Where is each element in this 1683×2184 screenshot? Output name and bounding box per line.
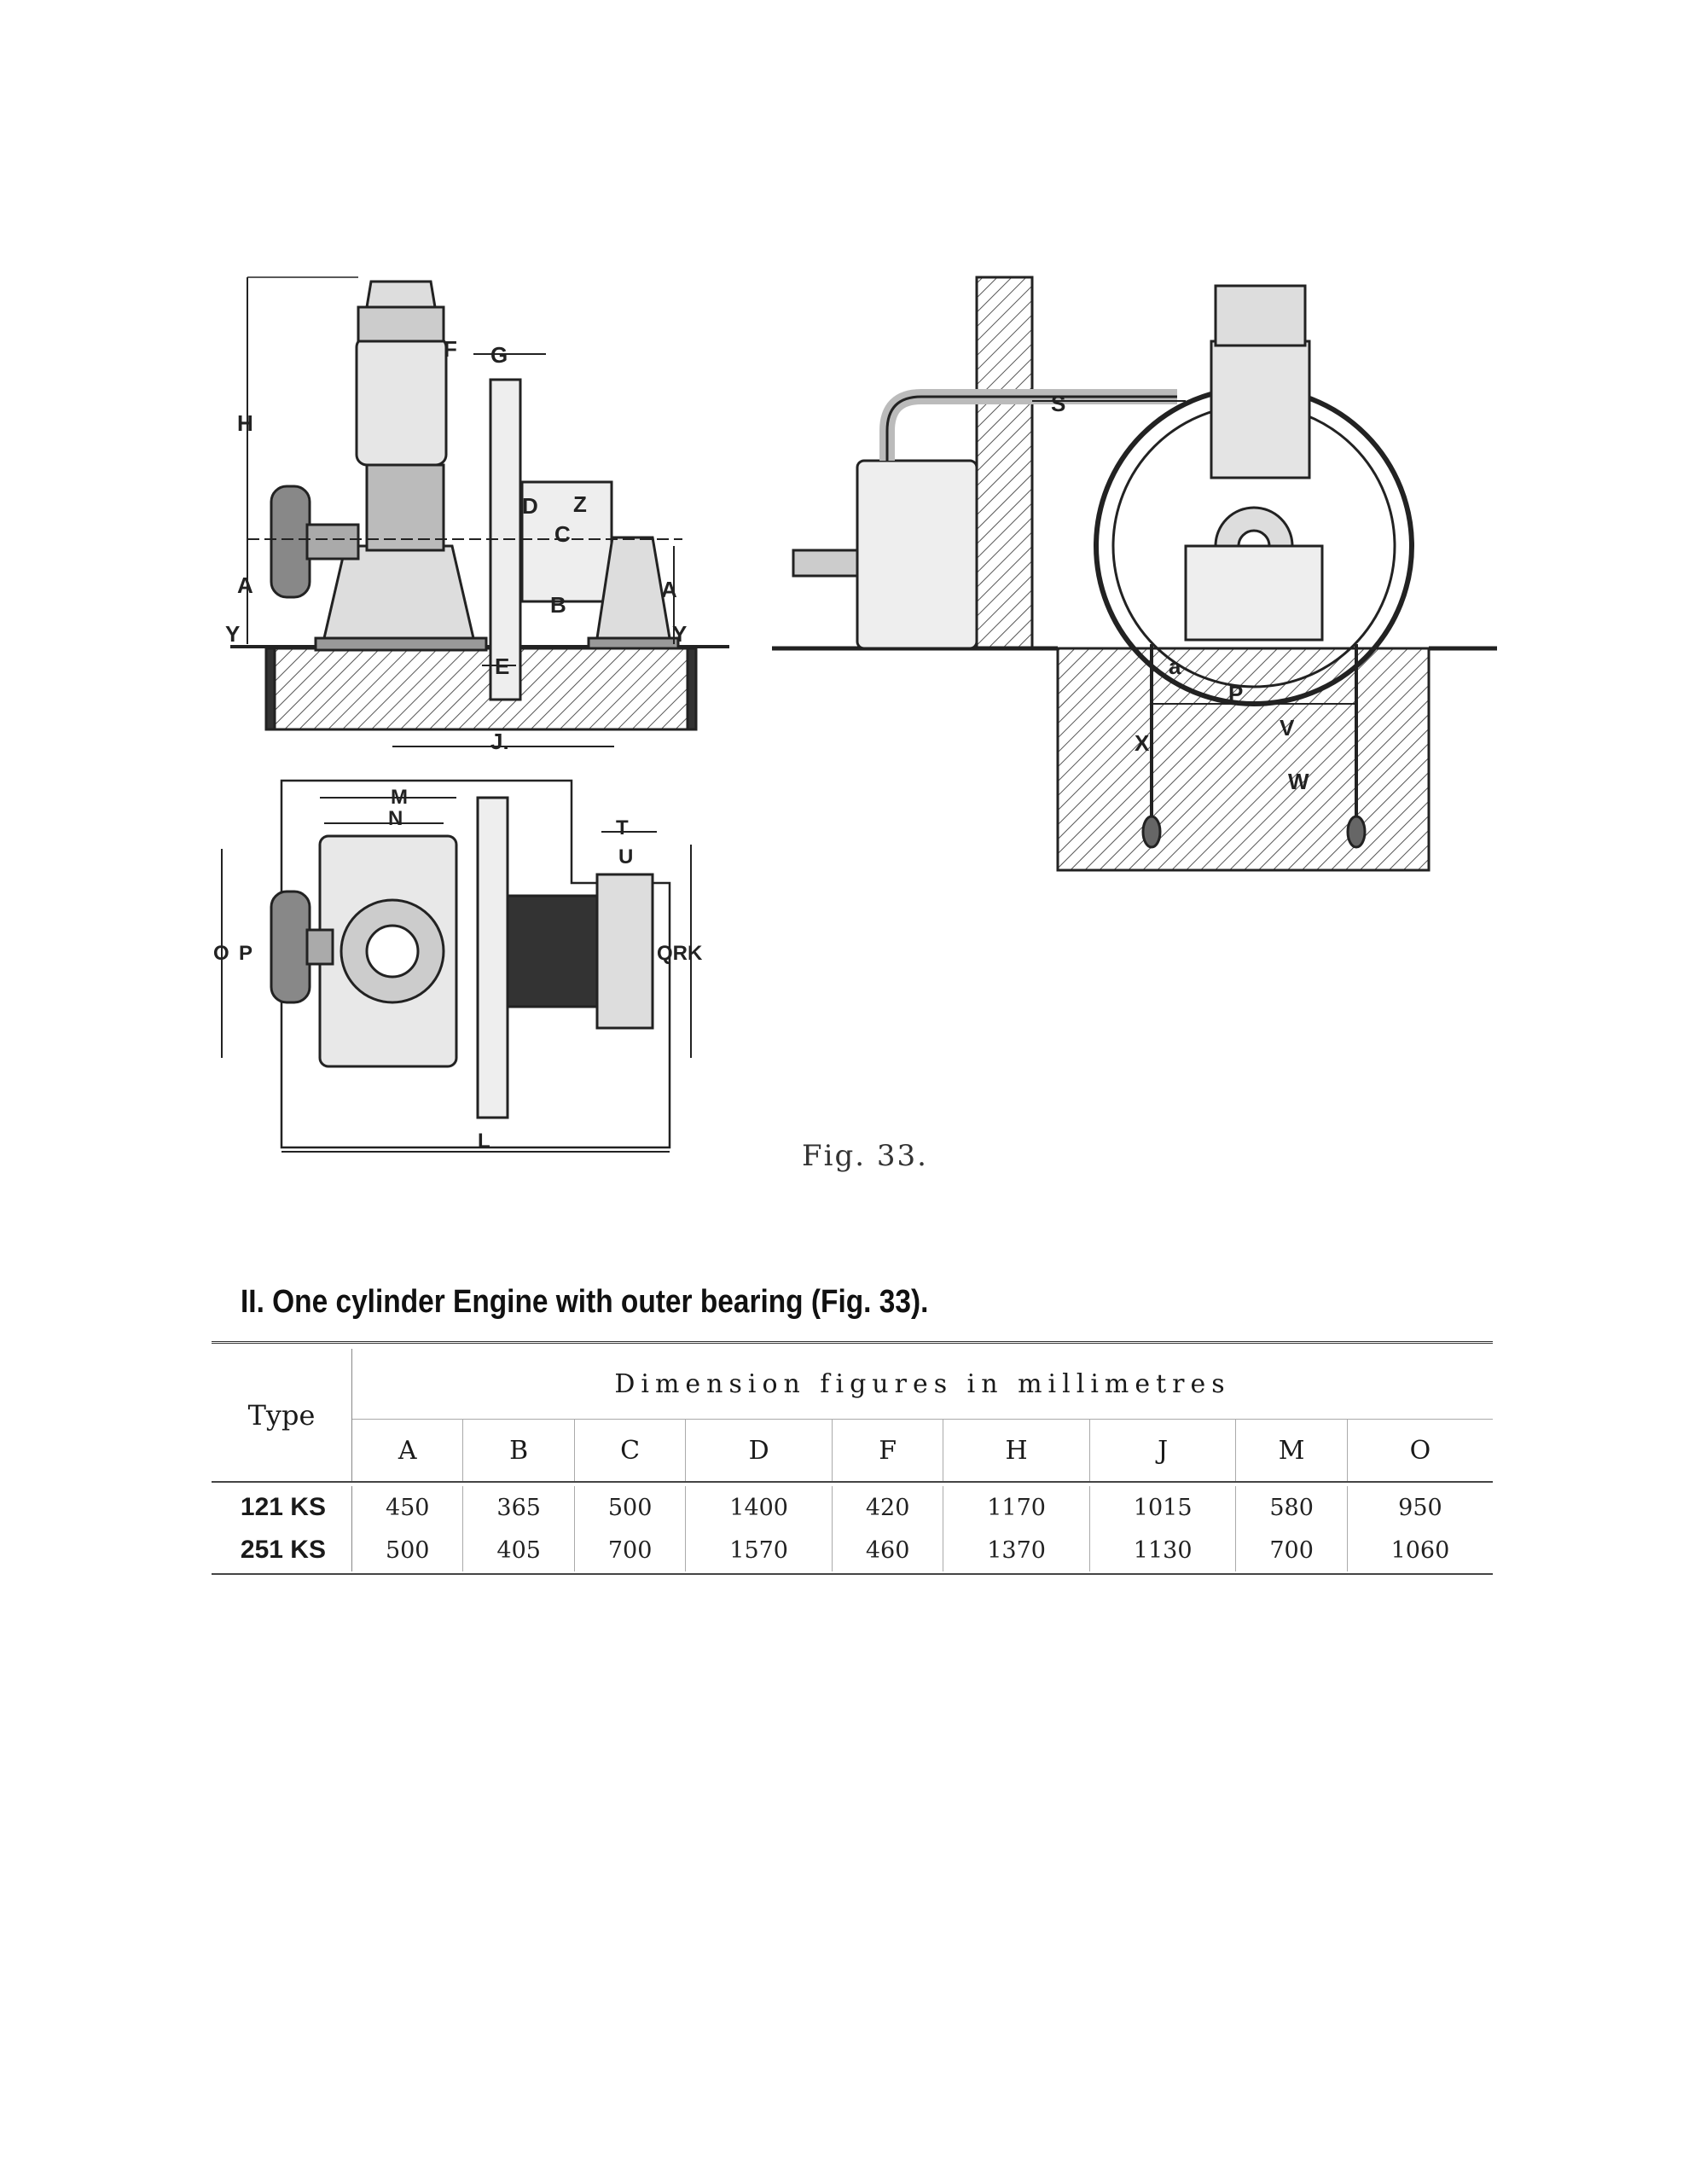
- dim-label-z: Z: [573, 491, 587, 517]
- table-cell: 580: [1235, 1486, 1348, 1529]
- dim-label-h: H: [237, 410, 253, 436]
- table-cell: 405: [462, 1529, 575, 1571]
- dim-label-l: L: [478, 1130, 490, 1153]
- dim-label-b: B: [550, 592, 566, 618]
- dim-label-s: S: [1051, 391, 1065, 416]
- table-bottom-rule: [212, 1573, 1493, 1575]
- figure-caption: Fig. 33.: [802, 1139, 928, 1173]
- dim-label-m: M: [391, 786, 408, 809]
- table-cell: 950: [1398, 1494, 1442, 1521]
- column-header: J: [1089, 1419, 1237, 1482]
- table-cell: 1370: [943, 1529, 1090, 1571]
- table-cell: 1170: [943, 1486, 1090, 1529]
- header-separator: [212, 1481, 1493, 1486]
- column-header: C: [574, 1419, 687, 1482]
- dim-label-x: X: [1135, 730, 1150, 756]
- column-header: D: [685, 1419, 833, 1482]
- dim-label-p: P: [239, 942, 252, 965]
- table-cell: 700: [1235, 1529, 1348, 1571]
- type-header: Type: [212, 1349, 352, 1482]
- row-type-cell: 251 KS: [212, 1529, 352, 1571]
- column-header: A: [351, 1419, 464, 1482]
- dim-label-y-left: Y: [225, 621, 240, 647]
- group-header: Dimension figures in millimetres: [351, 1349, 1493, 1420]
- dim-label-y-right: Y: [672, 621, 687, 647]
- dim-label-d: D: [522, 493, 538, 519]
- dim-label-a: A: [237, 572, 253, 598]
- table-cell: 1570: [685, 1529, 833, 1571]
- dim-label-v: V: [1280, 715, 1295, 741]
- engine-technical-drawing: H A A F G D Z C B E J. Y Y M N T U O: [213, 276, 1497, 1153]
- table-cell: 460: [832, 1529, 944, 1571]
- table-cell: 1400: [685, 1486, 833, 1529]
- table-cell: 1130: [1089, 1529, 1237, 1571]
- dim-label-w: W: [1288, 769, 1309, 794]
- column-header: H: [943, 1419, 1090, 1482]
- column-header: F: [832, 1419, 944, 1482]
- dim-label-p-install: P: [1228, 681, 1243, 706]
- dim-label-u: U: [618, 845, 633, 868]
- section-title: II. One cylinder Engine with outer beari…: [241, 1284, 929, 1320]
- table-cell: 420: [832, 1486, 944, 1529]
- table-cell: 365: [462, 1486, 575, 1529]
- table-top-rule: [212, 1341, 1493, 1349]
- table-cell: 500: [574, 1486, 687, 1529]
- table-cell: 450: [351, 1486, 464, 1529]
- dim-label-o: O: [213, 942, 229, 965]
- column-header: O: [1409, 1435, 1431, 1466]
- table-cell: 1060: [1390, 1536, 1450, 1564]
- row-type-cell: 121 KS: [212, 1486, 352, 1529]
- installation-view: [772, 276, 1497, 872]
- plan-view: [221, 779, 692, 1153]
- dim-label-a-right: A: [661, 577, 677, 602]
- table-cell: 500: [351, 1529, 464, 1571]
- side-elevation-view: [230, 276, 729, 747]
- table-cell: 1015: [1089, 1486, 1237, 1529]
- dim-label-n: N: [388, 807, 403, 830]
- dim-label-t: T: [616, 816, 629, 839]
- column-header: M: [1235, 1419, 1348, 1482]
- column-header: B: [462, 1419, 575, 1482]
- dim-label-e: E: [495, 653, 509, 679]
- dim-label-a-lower: a: [1169, 653, 1181, 679]
- dim-label-f: F: [444, 336, 457, 362]
- dim-label-c: C: [554, 521, 571, 547]
- dim-label-g: G: [490, 342, 508, 368]
- table-cell: 700: [574, 1529, 687, 1571]
- dim-label-j: J.: [490, 729, 509, 754]
- dim-label-qrk: QRK: [657, 942, 703, 965]
